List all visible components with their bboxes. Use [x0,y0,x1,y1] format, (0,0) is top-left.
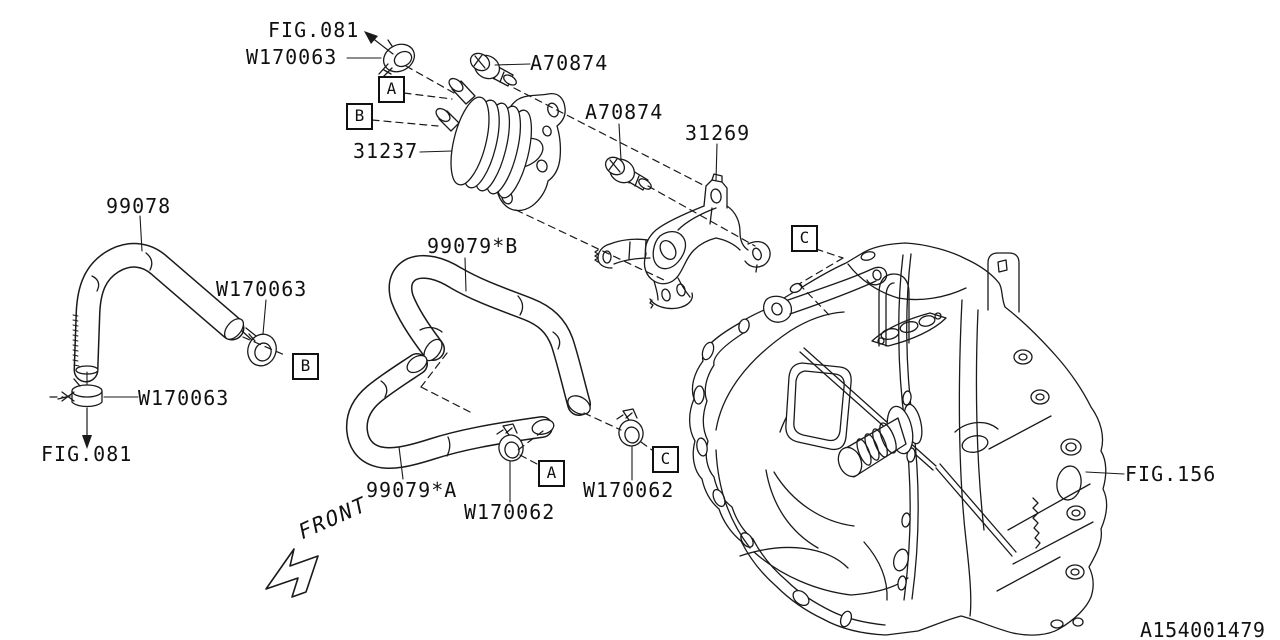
label-fig081-bottom[interactable]: FIG.081 [41,442,133,466]
bracket-31269[interactable] [594,173,771,310]
hose-99079-a[interactable] [345,352,556,469]
hose-99079-b[interactable] [388,254,593,418]
callout-b-top[interactable]: B [346,103,373,130]
clamp-w170063-top[interactable] [378,39,419,80]
drawing-number: A154001479 [1140,618,1266,640]
clamp-w170062-right[interactable] [616,408,646,449]
clamp-w170063-bottom[interactable] [57,378,103,408]
callout-a-hose[interactable]: A [538,460,565,487]
callout-b-hose[interactable]: B [292,353,319,380]
label-hose-upper[interactable]: 99079*B [427,234,519,258]
label-oil-cooler[interactable]: 31237 [353,139,419,163]
oil-cooler-31237[interactable] [434,76,566,212]
bolt-a70874-top[interactable] [467,50,518,87]
bolt-a70874-mid[interactable] [602,154,653,192]
transmission-case[interactable] [688,242,1108,636]
clamp-w170063-mid[interactable] [241,327,281,370]
clamp-w170062-left[interactable] [496,423,526,464]
label-fig156[interactable]: FIG.156 [1125,462,1217,486]
label-bolt-mid[interactable]: A70874 [585,100,664,124]
fig081-arrow-bottom [82,407,92,449]
callout-c-hose[interactable]: C [652,446,679,473]
front-direction-arrow [265,548,319,598]
label-fig081-top[interactable]: FIG.081 [268,18,360,42]
fig081-arrow-top [364,31,394,55]
callout-c-case[interactable]: C [791,225,818,252]
label-hose-lower[interactable]: 99079*A [366,478,458,502]
label-clamp-small-right[interactable]: W170062 [583,478,675,502]
hose-99078[interactable] [72,242,247,383]
label-clamp-mid[interactable]: W170063 [216,277,308,301]
label-clamp-top[interactable]: W170063 [246,45,338,69]
label-hose-left[interactable]: 99078 [106,194,172,218]
label-clamp-bottom[interactable]: W170063 [138,386,230,410]
label-bolt-top[interactable]: A70874 [530,51,609,75]
callout-a-top[interactable]: A [378,76,405,103]
leader-lines [86,57,1125,503]
alignment-dashes [49,65,844,465]
label-clamp-small-left[interactable]: W170062 [464,500,556,524]
label-bracket[interactable]: 31269 [685,121,751,145]
